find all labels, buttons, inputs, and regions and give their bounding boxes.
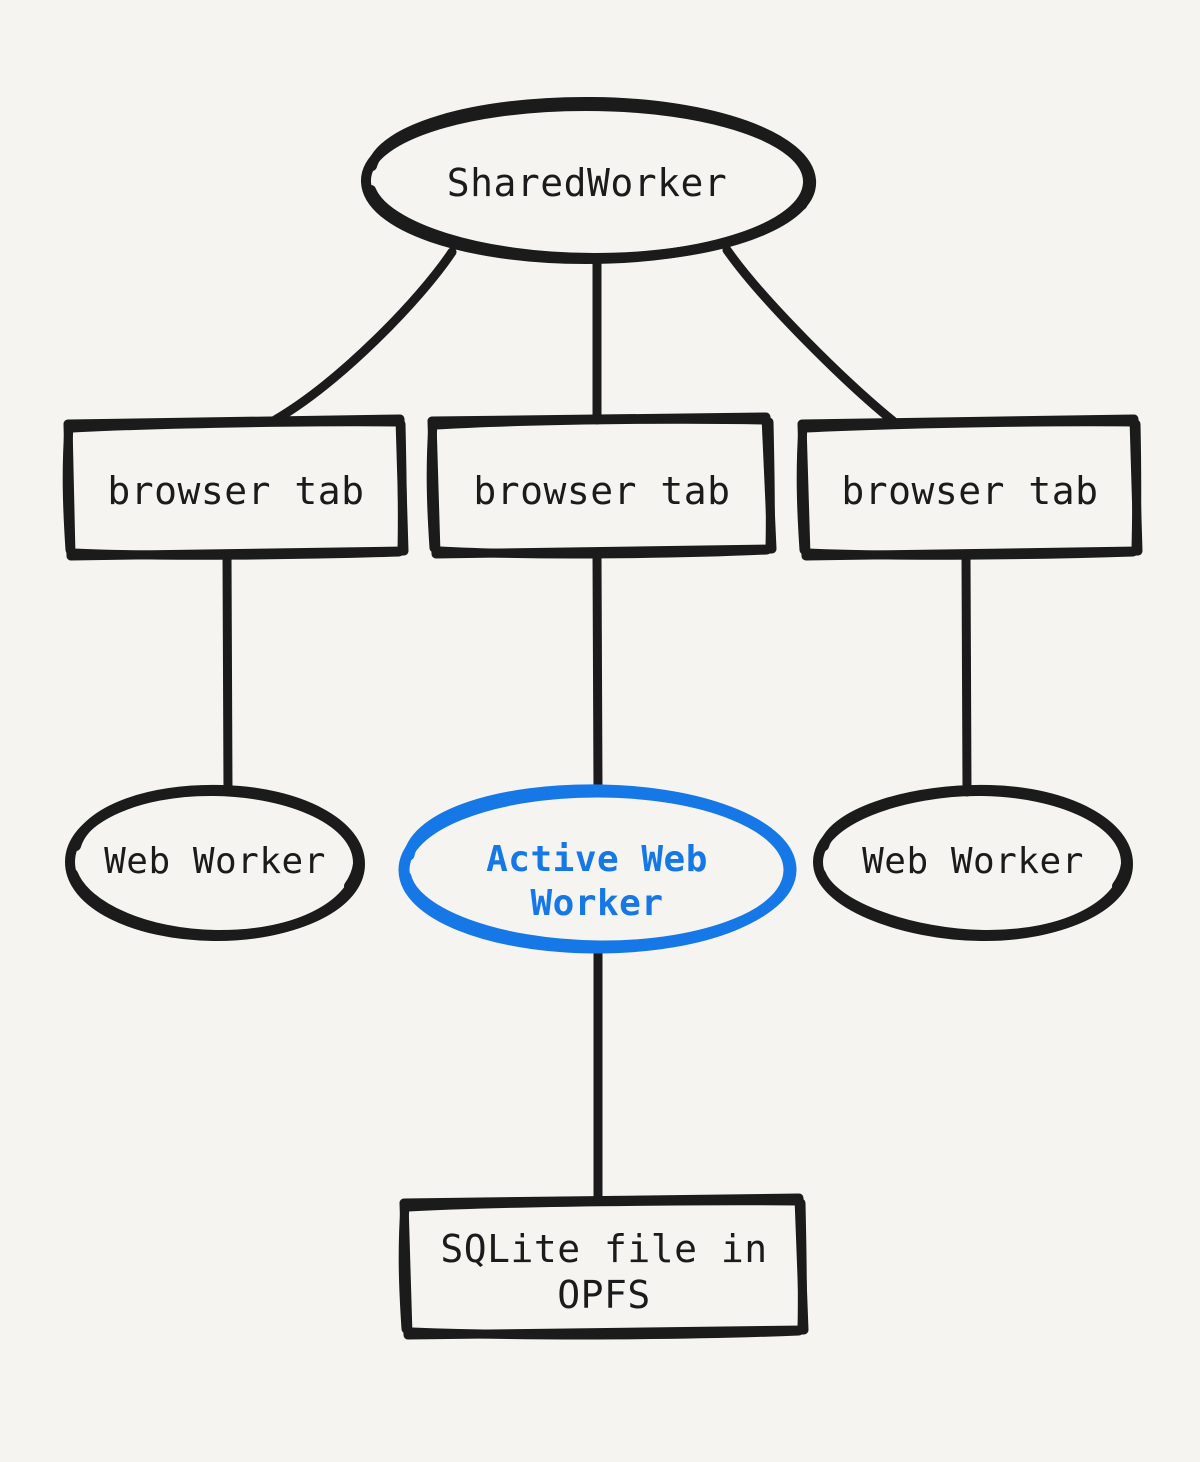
worker-left-ellipse-stroke-b [68, 784, 365, 941]
tab-center-rect-stroke-a [427, 412, 777, 559]
tab-left-rect-stroke-a [63, 414, 409, 561]
worker-right-ellipse-stroke-b [816, 784, 1133, 941]
tab-right-rect-stroke-b [796, 417, 1142, 560]
worker-active-ellipse-stroke-b [400, 784, 797, 952]
node-worker-right[interactable] [813, 784, 1133, 942]
node-worker-left[interactable] [65, 784, 365, 942]
node-worker-active[interactable] [398, 784, 797, 954]
edge-group [222, 245, 972, 1205]
tab-right-rect-stroke-a [797, 414, 1143, 561]
node-tab-left[interactable] [62, 414, 409, 561]
sqlite-file-rect-stroke-b [398, 1196, 807, 1340]
edge-tab-right-to-worker-right [961, 551, 972, 797]
edge-tab-center-to-worker-active [592, 551, 603, 797]
tab-left-rect-stroke-b [62, 417, 407, 560]
node-shared-worker[interactable] [360, 96, 817, 264]
edge-sharedworker-to-tab-right [722, 245, 898, 426]
edge-tab-left-to-worker-left [222, 551, 233, 797]
tab-center-rect-stroke-b [426, 414, 775, 559]
node-tab-center[interactable] [426, 412, 777, 559]
edge-sharedworker-to-tab-left [270, 247, 457, 425]
sqlite-file-rect-stroke-a [399, 1193, 809, 1340]
node-sqlite-file[interactable] [398, 1193, 809, 1340]
shared-worker-ellipse-stroke-b [366, 96, 817, 263]
node-tab-right[interactable] [796, 414, 1143, 561]
